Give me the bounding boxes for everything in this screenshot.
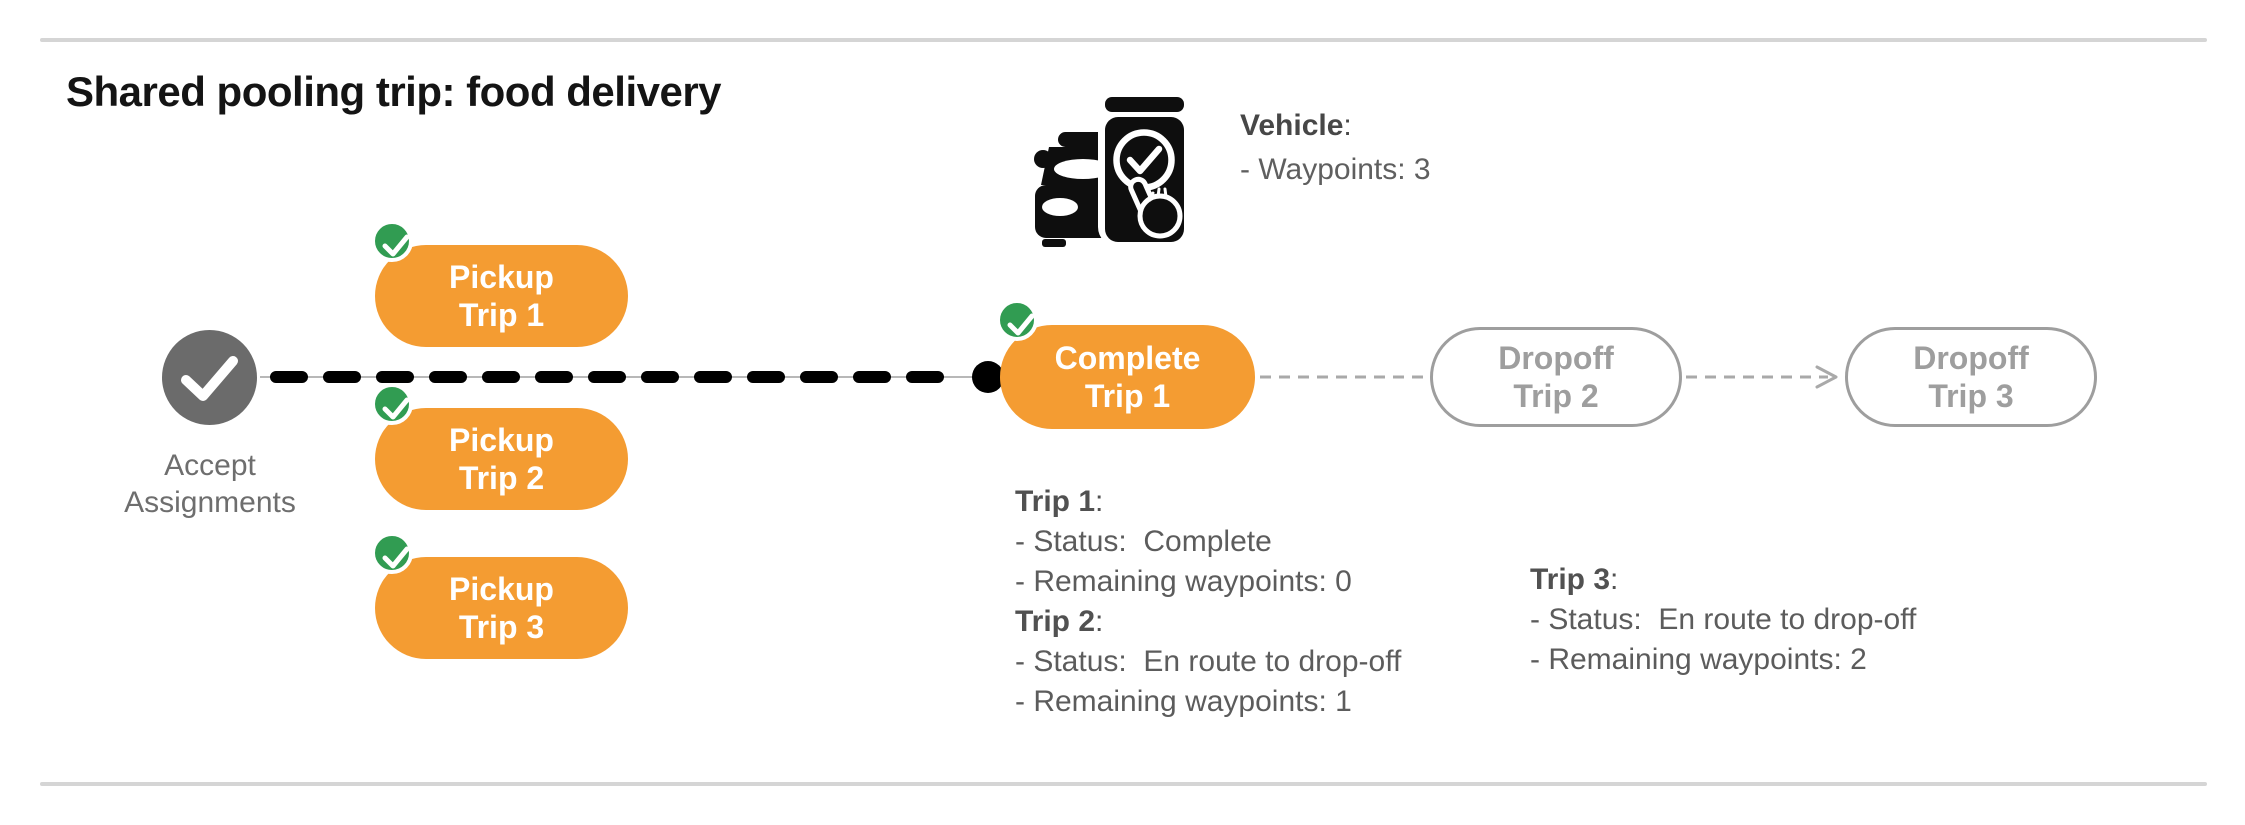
page-title: Shared pooling trip: food delivery [66, 68, 722, 115]
accept-assignments-label: Accept Assignments [124, 449, 296, 519]
trip3-remaining: - Remaining waypoints: 2 [1530, 643, 1867, 676]
trip3-status: - Status: En route to drop-off [1530, 603, 1917, 636]
pickup-trip1-node: Pickup Trip 1 [375, 245, 628, 347]
trip2-remaining: - Remaining waypoints: 1 [1015, 685, 1352, 718]
vehicle-phone-check-icon [1033, 92, 1191, 247]
trip1-header: Trip 1: [1015, 485, 1104, 518]
trip1-remaining: - Remaining waypoints: 0 [1015, 565, 1352, 598]
current-position-dot [972, 361, 1004, 393]
trip1-trip2-status: Trip 1: - Status: Complete - Remaining w… [1015, 482, 1401, 722]
trip2-header: Trip 2: [1015, 605, 1104, 638]
vehicle-label: Vehicle: [1240, 109, 1352, 142]
trip1-status: - Status: Complete [1015, 525, 1272, 558]
vehicle-info: Vehicle: - Waypoints: 3 [1240, 104, 1431, 192]
trip3-status: Trip 3: - Status: En route to drop-off -… [1530, 560, 1916, 680]
vehicle-waypoints: - Waypoints: 3 [1240, 153, 1431, 186]
trip2-status: - Status: En route to drop-off [1015, 645, 1402, 678]
checkmark-badge-icon [371, 220, 413, 262]
top-divider [40, 38, 2207, 42]
check-icon [181, 356, 238, 401]
bottom-divider [40, 782, 2207, 786]
trip3-header: Trip 3: [1530, 563, 1619, 596]
checkmark-badge-icon [371, 383, 413, 425]
pickup-trip3-node: Pickup Trip 3 [375, 557, 628, 659]
dropoff-trip2-node: Dropoff Trip 2 [1430, 327, 1682, 427]
checkmark-badge-icon [996, 299, 1038, 341]
arrowhead-icon [1815, 365, 1838, 389]
accept-assignments-node [162, 330, 257, 425]
complete-trip1-node: Complete Trip 1 [1000, 325, 1255, 429]
dropoff-trip3-node: Dropoff Trip 3 [1845, 327, 2097, 427]
checkmark-badge-icon [371, 532, 413, 574]
pickup-trip2-node: Pickup Trip 2 [375, 408, 628, 510]
